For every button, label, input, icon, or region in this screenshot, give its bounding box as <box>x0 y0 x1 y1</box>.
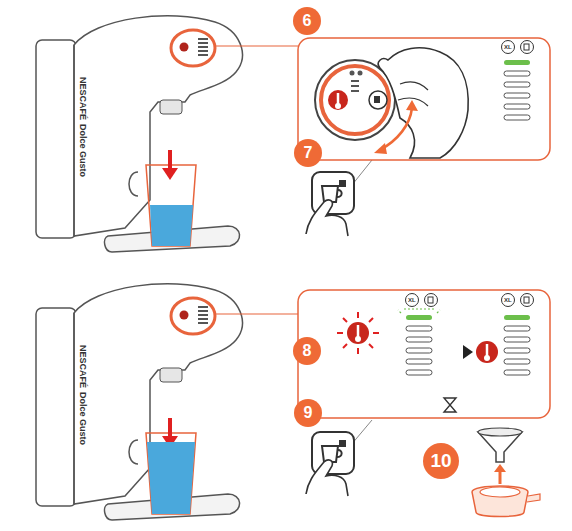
callout-number: 10 <box>430 450 451 472</box>
brand-text: Dolce Gusto <box>78 123 87 176</box>
size-icon-text: XL <box>504 44 512 50</box>
callout-number: 7 <box>304 144 313 162</box>
brand-text: NESCAFÉ <box>78 344 87 387</box>
callout-circle: 7 <box>294 139 322 167</box>
brand-text: Dolce Gusto <box>78 391 87 444</box>
size-icon-text: XL <box>408 297 416 303</box>
callout-circle: 6 <box>293 7 321 35</box>
brand-text: NESCAFÉ <box>78 76 87 119</box>
callout-circle: 8 <box>293 337 321 365</box>
callout-circle: 9 <box>294 399 322 427</box>
size-icon-text: XL <box>504 297 512 303</box>
callout-number: 9 <box>304 404 313 422</box>
callout-number: 6 <box>303 12 312 30</box>
callout-number: 8 <box>303 342 312 360</box>
callout-circle: 10 <box>423 443 459 479</box>
